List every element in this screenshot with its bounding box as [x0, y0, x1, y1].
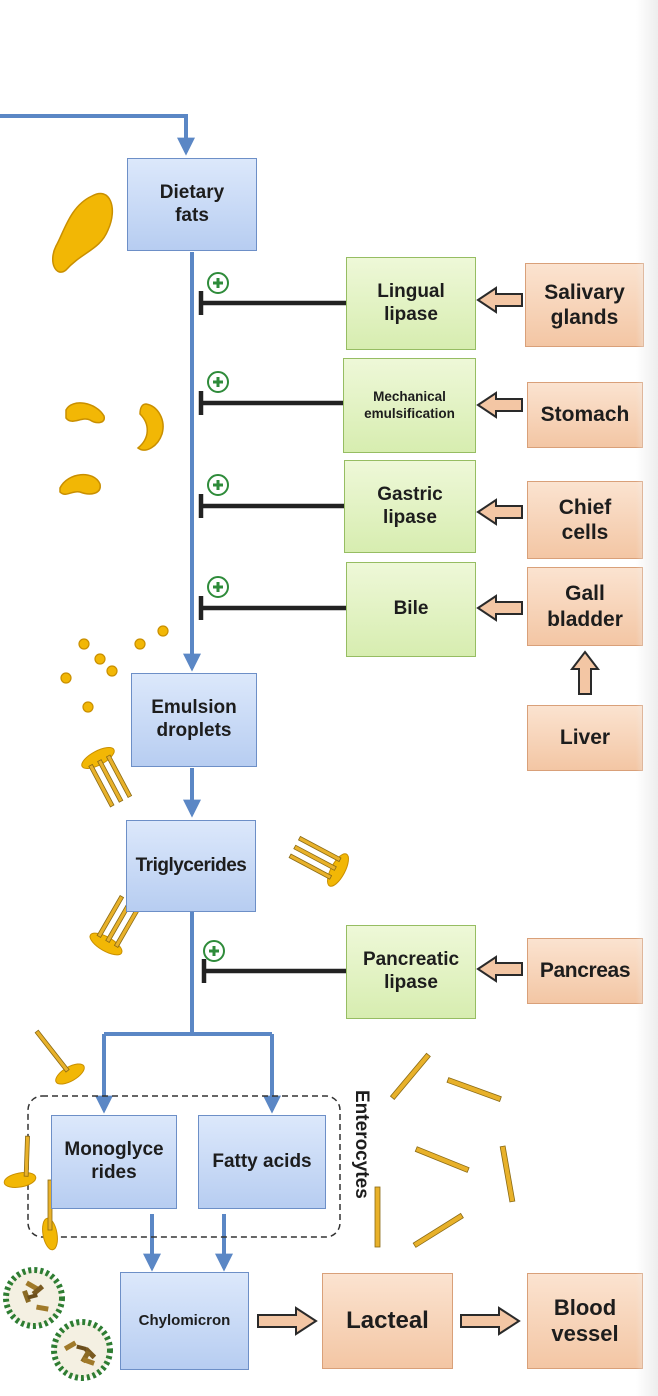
- node-fatty-acids: Fatty acids: [198, 1115, 326, 1209]
- flow-arrows: [0, 114, 281, 1272]
- arrow-into-dietary-fats: [0, 114, 195, 156]
- plus-icon: [207, 576, 229, 598]
- node-monoglycerides-label: Monoglyce rides: [64, 1139, 164, 1183]
- node-blood-vessel-label: Blood vessel: [551, 1294, 619, 1346]
- fatty-acid-icon: [414, 1146, 470, 1173]
- fat-illustrations: [52, 192, 164, 495]
- fat-blob-icon: [52, 192, 114, 273]
- chylomicron-illustrations: [3, 1267, 113, 1381]
- arrow-pancreas-to-pancreatic: [476, 955, 523, 983]
- node-salivary-glands-label: Salivary glands: [544, 280, 625, 329]
- arrow-liver-to-gallbladder: [569, 650, 601, 695]
- droplet-icon: [106, 665, 118, 677]
- node-pancreatic-lipase-label: Pancreatic lipase: [362, 949, 460, 993]
- node-pancreatic-lipase: Pancreatic lipase: [346, 925, 476, 1019]
- node-chylomicron-label: Chylomicron: [138, 1312, 231, 1329]
- node-mechanical-emulsification-label: Mechanical emulsification: [364, 389, 455, 421]
- node-salivary-glands: Salivary glands: [525, 263, 644, 347]
- droplet-icon: [78, 638, 90, 650]
- fatty-acid-icon: [499, 1145, 516, 1203]
- arrow-salivary-to-lingual: [476, 286, 523, 314]
- fat-blob-icon: [65, 402, 105, 424]
- node-triglycerides: Triglycerides: [126, 820, 256, 912]
- arrow-lacteal-to-blood: [460, 1306, 521, 1336]
- enterocytes-label: Enterocytes: [350, 1090, 374, 1240]
- plus-icon: [203, 940, 225, 962]
- node-blood-vessel: Blood vessel: [527, 1273, 643, 1369]
- triglyceride-icon: [89, 895, 142, 956]
- fatty-acid-icon: [446, 1077, 502, 1102]
- node-liver: Liver: [527, 705, 643, 771]
- plus-icon: [207, 474, 229, 496]
- droplet-icon: [134, 638, 146, 650]
- node-lingual-lipase-label: Lingual lipase: [377, 280, 445, 325]
- droplet-illustrations: [60, 625, 169, 713]
- node-chief-cells: Chief cells: [527, 481, 643, 559]
- fatty-acid-icon: [412, 1212, 464, 1248]
- node-lacteal: Lacteal: [322, 1273, 453, 1369]
- droplet-icon: [82, 701, 94, 713]
- node-mechanical-emulsification: Mechanical emulsification: [343, 358, 476, 453]
- page-edge-shadow: [636, 0, 658, 1396]
- triglyceride-illustrations: [81, 747, 349, 956]
- node-dietary-fats-label: Dietary fats: [159, 181, 225, 226]
- droplet-icon: [94, 653, 106, 665]
- node-bile-label: Bile: [393, 598, 429, 620]
- monoglyceride-icon: [34, 1029, 85, 1085]
- node-stomach: Stomach: [527, 382, 643, 448]
- plus-icon: [207, 371, 229, 393]
- node-chylomicron: Chylomicron: [120, 1272, 249, 1370]
- node-fatty-acids-label: Fatty acids: [212, 1150, 312, 1172]
- node-gastric-lipase-label: Gastric lipase: [377, 483, 443, 528]
- fatty-acid-icon: [374, 1186, 381, 1248]
- hollow-arrows: [257, 286, 601, 1336]
- node-pancreas: Pancreas: [527, 938, 643, 1004]
- node-monoglycerides: Monoglyce rides: [51, 1115, 177, 1209]
- monoglyceride-icon: [3, 1135, 37, 1188]
- node-triglycerides-label: Triglycerides: [135, 854, 247, 876]
- node-bile: Bile: [346, 562, 476, 657]
- arrow-chief-to-gastric: [476, 498, 523, 526]
- node-gall-bladder: Gall bladder: [527, 567, 643, 646]
- arrow-chylomicron-to-lacteal: [257, 1306, 318, 1336]
- action-lines: [198, 291, 346, 983]
- node-dietary-fats: Dietary fats: [127, 158, 257, 251]
- plus-icon: [207, 272, 229, 294]
- node-lacteal-label: Lacteal: [346, 1306, 429, 1334]
- chylomicron-particle-icon: [51, 1319, 113, 1381]
- node-emulsion-droplets-label: Emulsion droplets: [151, 697, 237, 741]
- node-gastric-lipase: Gastric lipase: [344, 460, 476, 553]
- fatty-acid-icon: [389, 1052, 431, 1100]
- node-stomach-label: Stomach: [540, 403, 630, 427]
- arrow-stomach-to-mechanical: [476, 391, 523, 419]
- fat-blob-icon: [136, 403, 164, 451]
- node-liver-label: Liver: [559, 726, 611, 750]
- node-emulsion-droplets: Emulsion droplets: [131, 673, 257, 767]
- droplet-icon: [157, 625, 169, 637]
- triglyceride-icon: [81, 747, 133, 808]
- chylomicron-particle-icon: [3, 1267, 65, 1329]
- fat-blob-icon: [59, 474, 101, 495]
- triglyceride-icon: [288, 835, 349, 887]
- arrow-gallbladder-to-bile: [476, 594, 523, 622]
- node-gall-bladder-label: Gall bladder: [547, 582, 623, 631]
- plus-signs: [203, 272, 229, 962]
- node-chief-cells-label: Chief cells: [558, 495, 612, 544]
- fatty-acid-illustrations: [374, 1052, 516, 1248]
- node-pancreas-label: Pancreas: [539, 959, 631, 983]
- node-lingual-lipase: Lingual lipase: [346, 257, 476, 350]
- enterocytes-label-text: Enterocytes: [351, 1090, 372, 1199]
- droplet-icon: [60, 672, 72, 684]
